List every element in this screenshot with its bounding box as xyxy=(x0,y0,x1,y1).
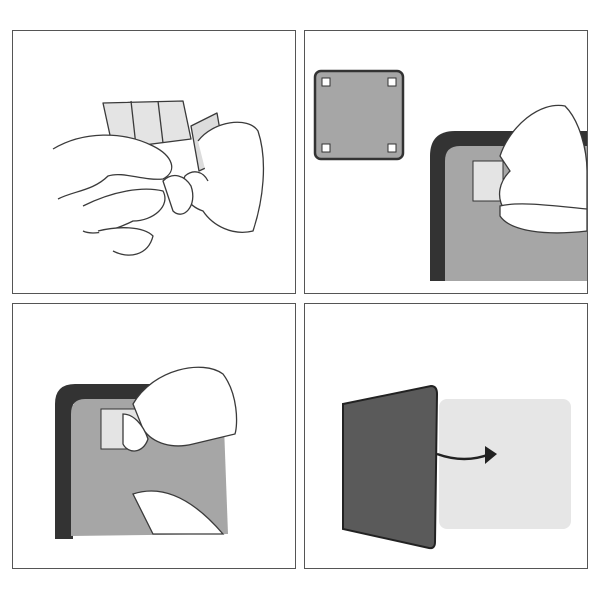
mount-panel-illustration xyxy=(342,384,571,550)
step-4-panel xyxy=(304,303,588,569)
step-2-panel xyxy=(304,30,588,294)
hands-separating-pads-illustration xyxy=(52,100,265,256)
step-1-panel xyxy=(12,30,296,294)
hand xyxy=(132,366,238,447)
mount-plate xyxy=(313,69,405,161)
step-3-panel xyxy=(12,303,296,569)
left-hand xyxy=(52,134,173,200)
wall-surface xyxy=(439,399,571,529)
right-hand xyxy=(182,121,265,233)
hand xyxy=(498,104,587,232)
pad-on-panel-illustration xyxy=(313,69,587,281)
peel-backing-illustration xyxy=(55,366,238,539)
display-panel xyxy=(342,384,439,550)
